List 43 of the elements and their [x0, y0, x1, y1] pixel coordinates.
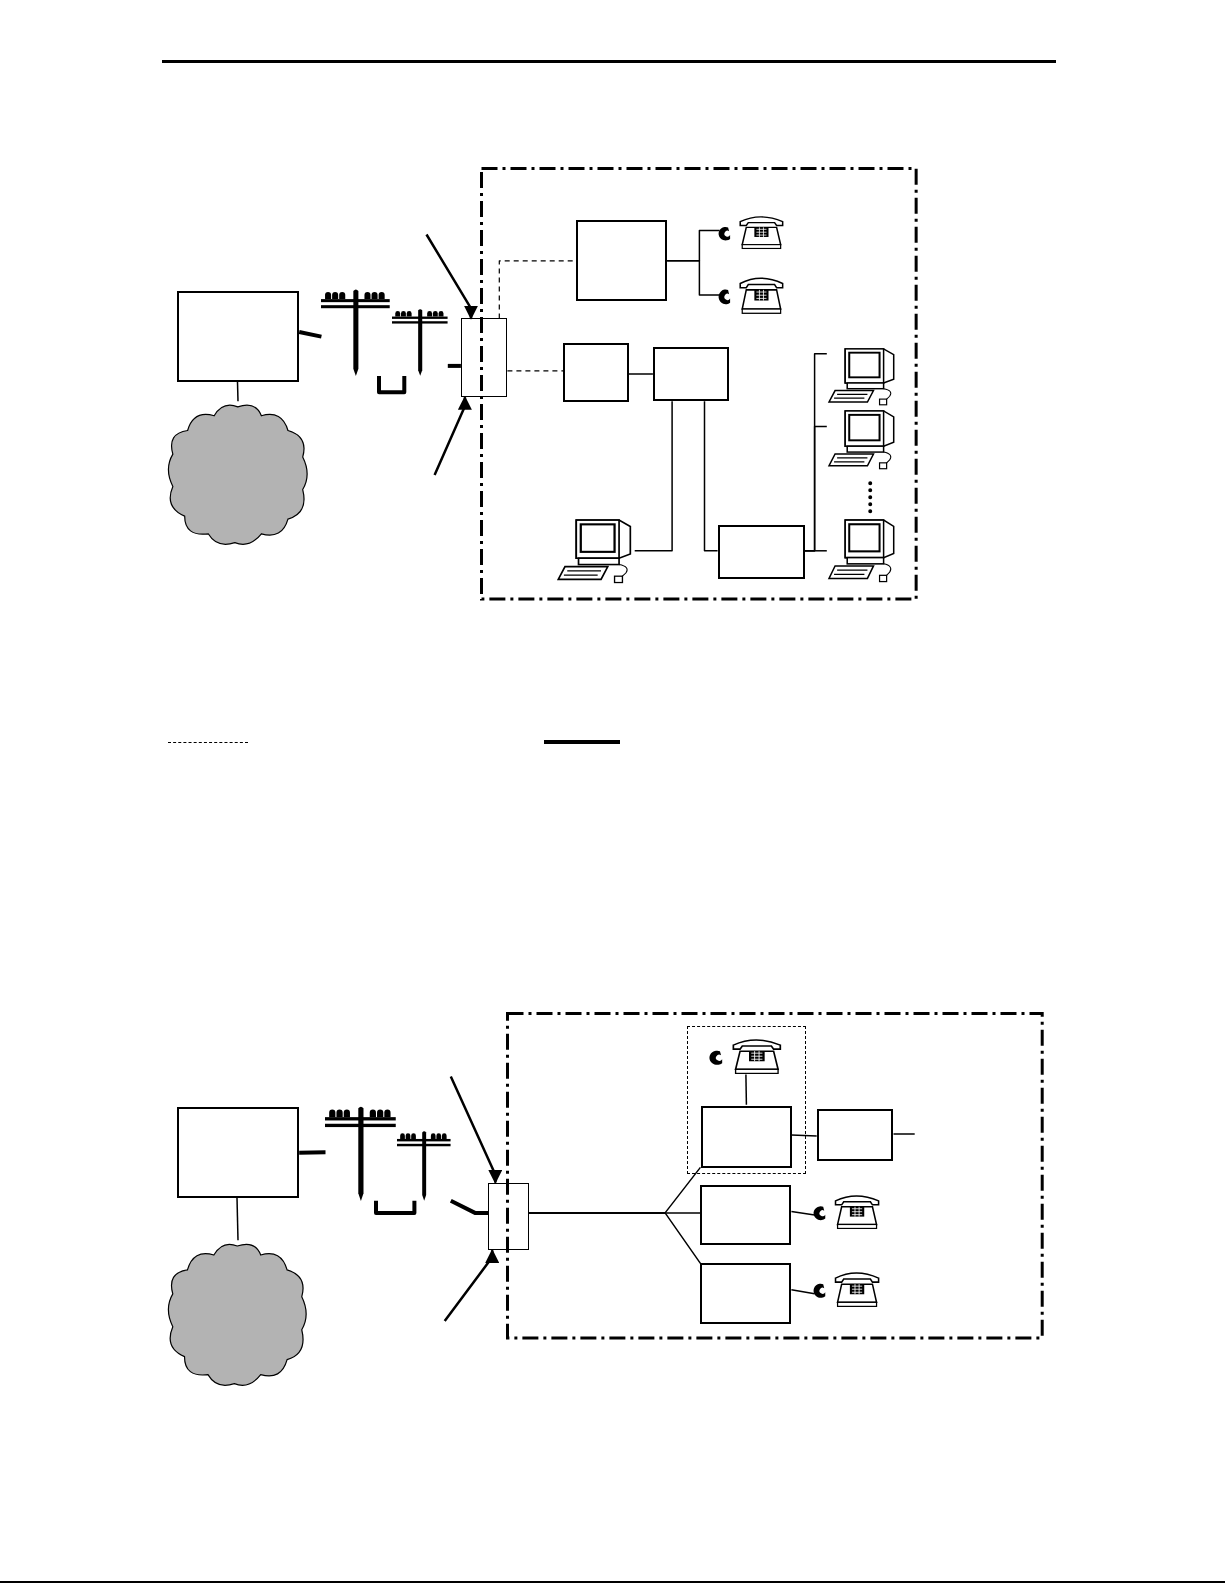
- connector-line: [790, 1288, 816, 1295]
- utility-pole-drawing: [325, 1104, 397, 1201]
- arrow: [433, 395, 472, 476]
- equipment-box: [562, 342, 629, 403]
- equipment-box: [701, 1105, 793, 1169]
- cable-line: [298, 330, 322, 339]
- equipment-box: [652, 346, 729, 402]
- boundary-frame: [506, 1011, 1045, 1340]
- dashed-frame: [687, 1025, 806, 1175]
- equipment-box: [700, 1184, 792, 1246]
- equipment-box: [717, 524, 805, 580]
- arrow: [443, 1248, 500, 1322]
- utility-pole-drawing: [392, 308, 448, 376]
- equipment-box: [816, 1108, 894, 1162]
- connector-line: [892, 1133, 916, 1135]
- connector-line: [745, 1073, 748, 1106]
- cable-line: [449, 1198, 489, 1215]
- equipment-box: [700, 1263, 792, 1325]
- connector-line: [666, 260, 721, 296]
- connector-line: [790, 1210, 816, 1216]
- connector-line: [527, 1212, 702, 1265]
- connector-line: [703, 400, 719, 552]
- connector-line: [236, 1196, 239, 1241]
- equipment-box: [176, 291, 300, 383]
- connector-line: [236, 381, 239, 403]
- arrow: [449, 1075, 503, 1184]
- equipment-box: [488, 1182, 529, 1251]
- cable-line: [377, 376, 407, 395]
- connector-line: [803, 550, 828, 552]
- arrow: [425, 233, 478, 320]
- connector-line: [633, 400, 673, 552]
- cable-line: [299, 1150, 326, 1155]
- equipment-box: [176, 1106, 300, 1198]
- equipment-box: [460, 318, 508, 398]
- cable-line: [374, 1200, 417, 1215]
- connector-line: [506, 370, 564, 372]
- utility-pole-drawing: [397, 1130, 451, 1201]
- connector-line: [627, 373, 654, 375]
- cable-line: [447, 363, 461, 368]
- boundary-frame: [480, 166, 918, 601]
- equipment-box: [576, 220, 668, 302]
- connector-line: [790, 1134, 818, 1137]
- utility-pole-drawing: [321, 288, 391, 376]
